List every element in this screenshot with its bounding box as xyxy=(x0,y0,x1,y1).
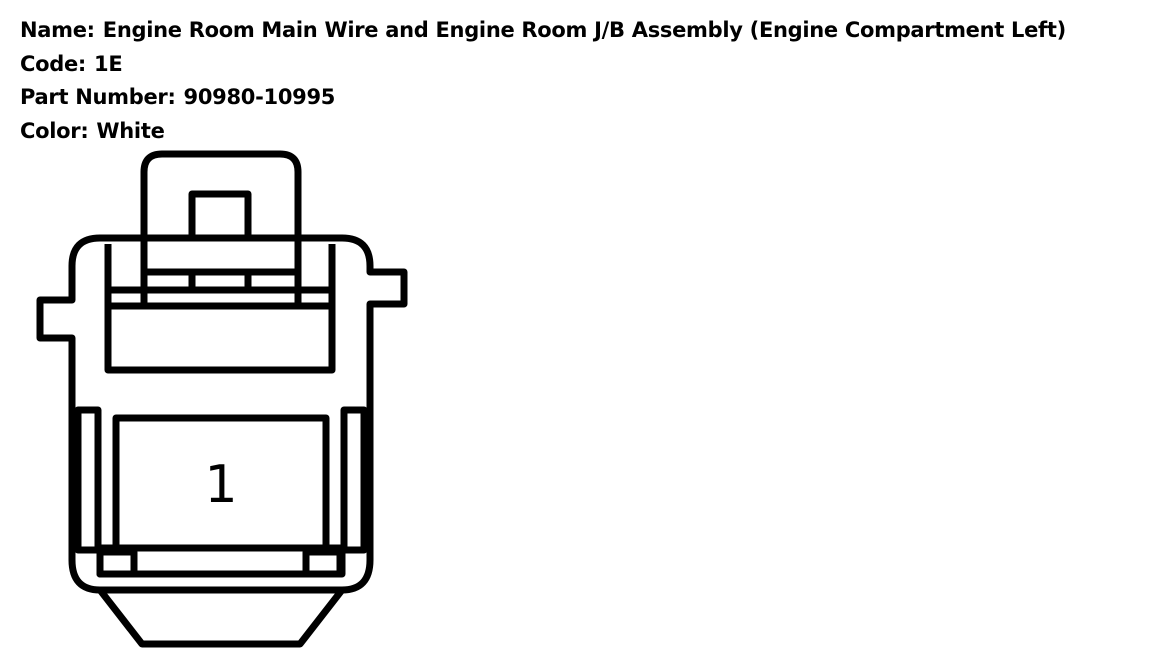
color-value: White xyxy=(96,118,165,143)
connector-info: Name: Engine Room Main Wire and Engine Ro… xyxy=(20,14,1066,148)
lock-tab-left xyxy=(96,548,138,578)
code-row: Code: 1E xyxy=(20,48,1066,82)
lock-tab-right xyxy=(302,548,344,578)
part-number-label: Part Number: xyxy=(20,85,176,109)
connector-foot xyxy=(97,587,345,648)
side-slot-right xyxy=(340,406,368,554)
side-slot-left xyxy=(74,406,102,554)
code-label: Code: xyxy=(20,51,87,76)
latch-tab xyxy=(140,150,302,238)
pin-label: 1 xyxy=(204,455,237,515)
part-number-value: 90980-10995 xyxy=(183,85,336,109)
name-label: Name: xyxy=(20,18,95,42)
name-value: Engine Room Main Wire and Engine Room J/… xyxy=(102,18,1066,42)
code-value: 1E xyxy=(94,51,123,76)
latch-window xyxy=(188,190,252,242)
color-label: Color: xyxy=(20,118,89,143)
name-row: Name: Engine Room Main Wire and Engine Ro… xyxy=(20,14,1066,48)
part-number-row: Part Number: 90980-10995 xyxy=(20,81,1066,115)
color-row: Color: White xyxy=(20,115,1066,149)
